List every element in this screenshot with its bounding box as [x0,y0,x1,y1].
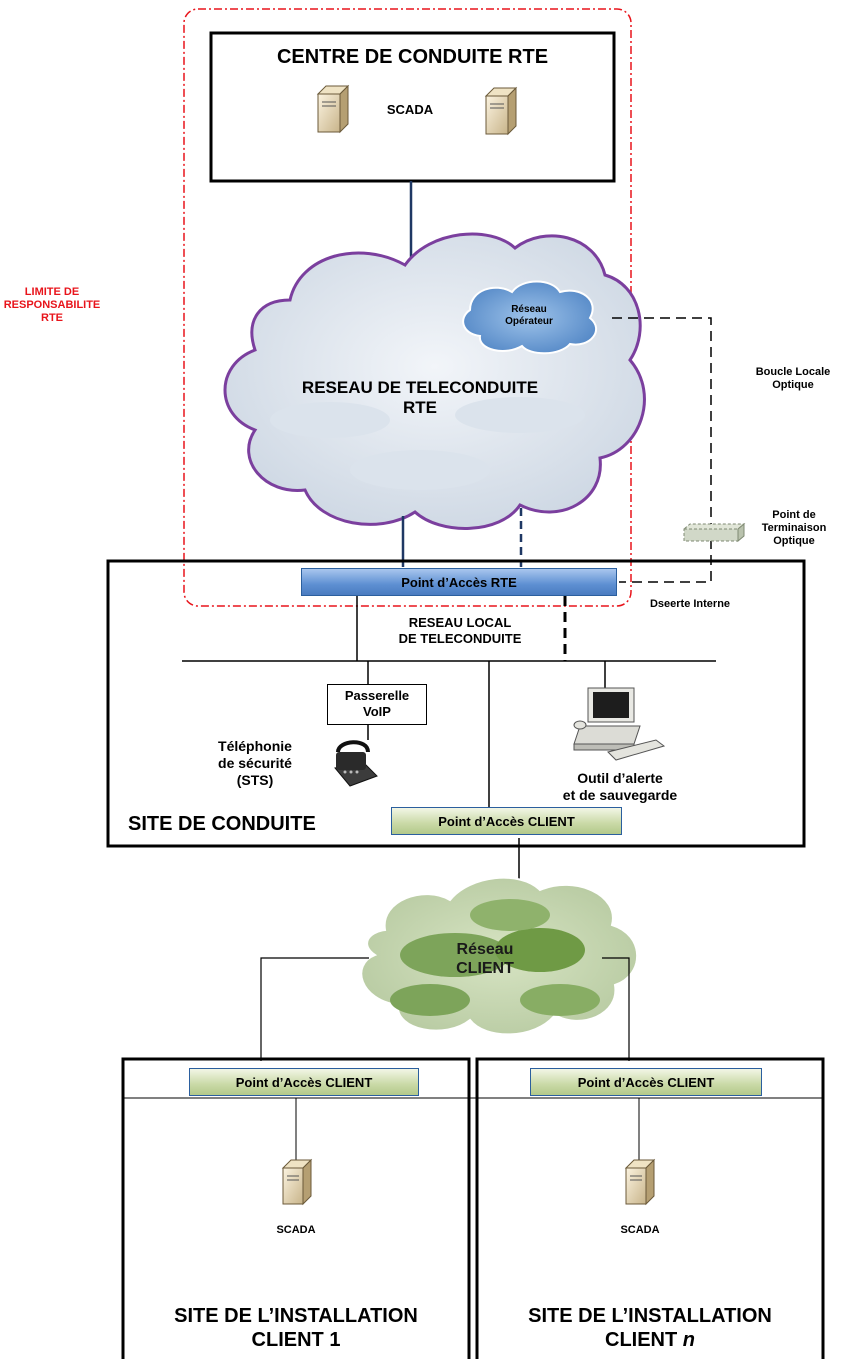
centre-conduite-box [209,31,616,183]
boucle-locale-optique [612,317,712,583]
point-acces-client-1: Point d’Accès CLIENT [189,1068,419,1096]
site-client-n-title: SITE DE L’INSTALLATION CLIENT n [477,1304,823,1352]
centre-conduite-title: CENTRE DE CONDUITE RTE [276,46,549,68]
reseau-local-label: RESEAU LOCAL DE TELECONDUITE [398,615,522,646]
limite-responsabilite-label: LIMITE DE RESPONSABILITE RTE [3,286,101,325]
centre-scada-label: SCADA [386,102,434,117]
telephone-icon [334,740,378,787]
computer-icon [573,687,666,761]
passerelle-voip: Passerelle VoIP [327,684,427,725]
point-acces-rte: Point d’Accès RTE [301,568,617,596]
point-acces-client-n: Point d’Accès CLIENT [530,1068,762,1096]
termination-device-icon [682,522,746,543]
reseau-teleconduite-label: RESEAU DE TELECONDUITE RTE [301,378,539,418]
telephonie-label: Téléphonie de sécurité (STS) [218,738,292,788]
scada-client-1-label: SCADA [276,1224,316,1236]
site-client-1-box [121,1057,471,1359]
outil-alerte-label: Outil d’alerte et de sauvegarde [562,770,678,803]
server-icon [484,86,518,136]
site-client-n-box [475,1057,825,1359]
point-terminaison-label: Point de Terminaison Optique [761,509,827,548]
server-icon [316,84,350,134]
reseau-client-label: Réseau CLIENT [456,941,514,978]
site-conduite-title: SITE DE CONDUITE [128,813,316,835]
boucle-locale-label: Boucle Locale Optique [755,366,831,392]
site-client-n-line2: CLIENT n [605,1329,695,1351]
site-client-1-title: SITE DE L’INSTALLATION CLIENT 1 [174,1305,418,1351]
reseau-operateur-cloud [462,280,598,355]
site-conduite-box [106,559,806,848]
point-acces-client-conduite: Point d’Accès CLIENT [391,807,622,835]
scada-client-n-label: SCADA [620,1224,660,1236]
desserte-interne-label: Dseerte Interne [649,598,731,610]
server-icon [281,1158,313,1206]
server-icon [624,1158,656,1206]
reseau-operateur-label: Réseau Opérateur [505,304,553,327]
